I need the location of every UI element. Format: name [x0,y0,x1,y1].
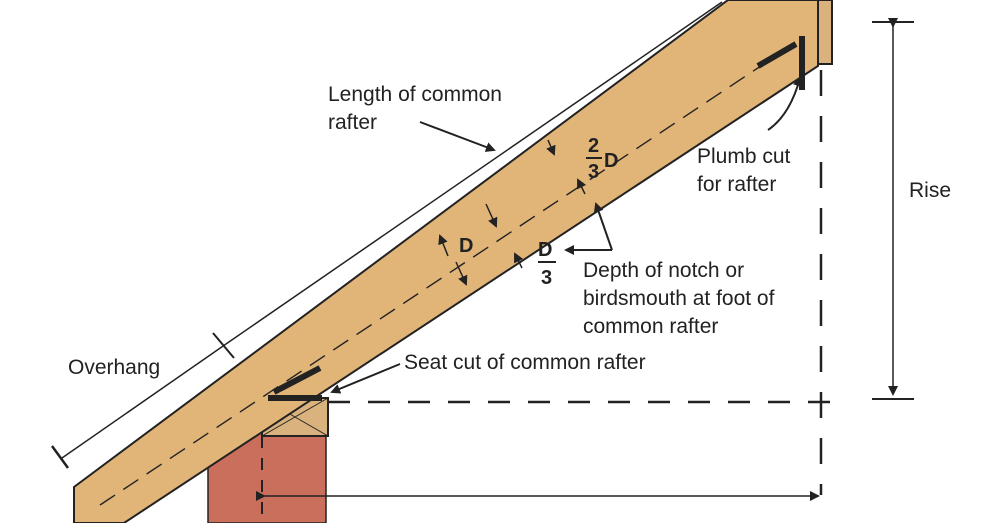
depth-arrow-2 [455,261,468,286]
common-rafter [73,0,819,523]
overhang-label: Overhang [68,356,160,379]
plumb-label-line2: for rafter [697,173,776,196]
overhang-dimension-line [61,343,227,459]
two-thirds-denominator: 3 [588,161,599,183]
third-denominator: 3 [541,267,552,289]
seat-callout-arrow [330,363,401,394]
length-label-line2: rafter [328,111,377,134]
plumb-callout-arrow [767,76,803,131]
two-thirds-arrow [546,139,556,156]
notch-callout-arrow [593,202,613,251]
rafter-layout-line [99,39,801,506]
overhang-tick [50,445,70,469]
third-arrow [514,252,524,269]
notch-label-line2: birdsmouth at foot of [583,287,775,310]
length-label-line1: Length of common [328,83,502,106]
two-thirds-numerator: 2 [588,135,599,157]
notch-label-line3: common rafter [583,315,718,338]
seat-cut-label: Seat cut of common rafter [404,351,646,374]
plumb-label-line1: Plumb cut [697,145,791,168]
rise-label: Rise [909,179,951,202]
length-dimension-line [225,1,723,345]
plumb-cut-mark-2 [756,41,798,69]
length-callout-arrow [419,121,496,152]
seat-cut-mark-2 [272,365,322,395]
depth-arrow-3 [485,203,498,228]
third-numerator: D [538,239,552,261]
two-thirds-d: D [604,150,618,172]
depth-arrow [438,234,449,257]
depth-d-label: D [459,235,473,257]
two-thirds-arrow-2 [577,178,587,195]
notch-label-line1: Depth of notch or [583,259,744,282]
